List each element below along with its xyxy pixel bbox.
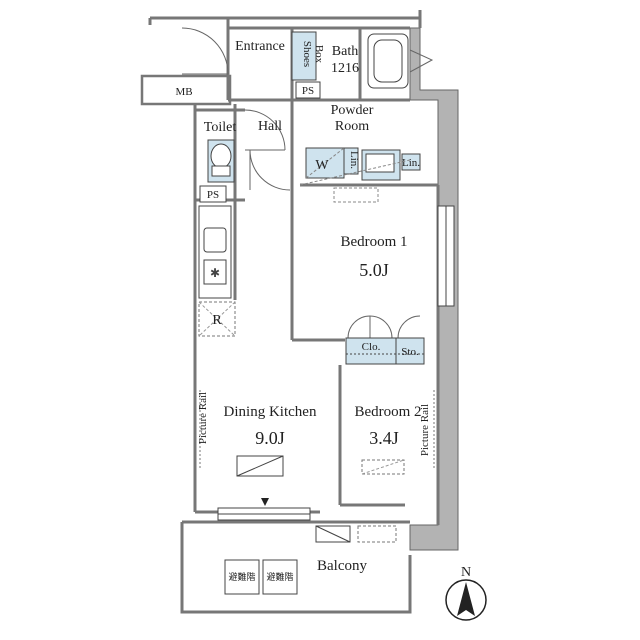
shoes-box-line1: Shoes — [301, 41, 313, 67]
ps-top-box — [295, 81, 321, 99]
walls — [140, 10, 440, 614]
bedroom1-label: Bedroom 1 — [340, 234, 407, 250]
powder-label-2: Room — [335, 119, 369, 134]
mb-label: MB — [175, 86, 192, 98]
bathtub — [367, 33, 409, 89]
closet-label: Clo. — [362, 341, 381, 353]
ps-toilet-label: PS — [207, 189, 219, 201]
refrigerator-space — [198, 301, 236, 337]
kitchen-counter: ✱ — [198, 205, 232, 299]
stove-icon: ✱ — [210, 266, 220, 280]
storage-box — [395, 337, 425, 365]
balcony-ac-unit-x — [315, 525, 351, 543]
ps-toilet-box — [199, 185, 227, 203]
bedroom2-hatch — [361, 459, 405, 475]
ceiling-dashed-line — [299, 159, 411, 186]
bath-label: Bath — [332, 44, 358, 59]
bath-window-icon — [409, 49, 434, 73]
powder-label-1: Powder — [331, 103, 374, 118]
washer-label: W — [315, 158, 329, 173]
north-compass — [445, 579, 487, 621]
evac-label-2: 避難階 — [266, 571, 293, 582]
bedroom1-size: 5.0J — [359, 260, 389, 280]
toilet-label: Toilet — [204, 120, 237, 135]
picture-rail-right-label: Picture Rail — [419, 404, 431, 456]
storage-label: Sto. — [401, 346, 419, 358]
dining-hatch — [236, 455, 284, 477]
balcony-hatch — [357, 525, 397, 543]
ceiling-hatch — [333, 187, 379, 203]
closet-storage — [347, 315, 421, 339]
dining-kitchen-label: Dining Kitchen — [224, 404, 317, 420]
linen-label-2: Lin. — [402, 157, 420, 169]
entry-arrow-icon — [261, 498, 269, 506]
closet-box — [345, 337, 397, 365]
dining-kitchen-size: 9.0J — [255, 428, 285, 448]
refrigerator-label: R — [212, 313, 222, 328]
linen-label-1: Lin. — [348, 151, 360, 169]
entrance-label: Entrance — [235, 39, 285, 54]
shoes-box: Shoes Box — [291, 31, 325, 81]
bath-size: 1216 — [331, 61, 359, 76]
hall-label: Hall — [258, 119, 282, 134]
evac-hatch-2 — [262, 559, 298, 595]
bedroom2-size: 3.4J — [369, 428, 399, 448]
bedroom2-label: Bedroom 2 — [354, 404, 421, 420]
hall-doors — [244, 109, 291, 191]
toilet-fixture — [207, 139, 235, 183]
balcony-label: Balcony — [317, 558, 367, 574]
ps-top-label: PS — [302, 85, 314, 97]
evac-hatch-1 — [224, 559, 260, 595]
balcony-ac-unit — [315, 525, 351, 543]
shoes-box-line2: Box — [313, 45, 325, 64]
evac-label-1: 避難階 — [228, 571, 255, 582]
compass-label: N — [461, 565, 471, 580]
washer-area: W Lin. — [305, 147, 360, 179]
entrance-door — [181, 27, 229, 75]
picture-rail-left-label: Picture Rail — [197, 392, 209, 444]
structural-column-right — [409, 27, 459, 551]
vanity-sink: Lin. — [361, 149, 421, 181]
